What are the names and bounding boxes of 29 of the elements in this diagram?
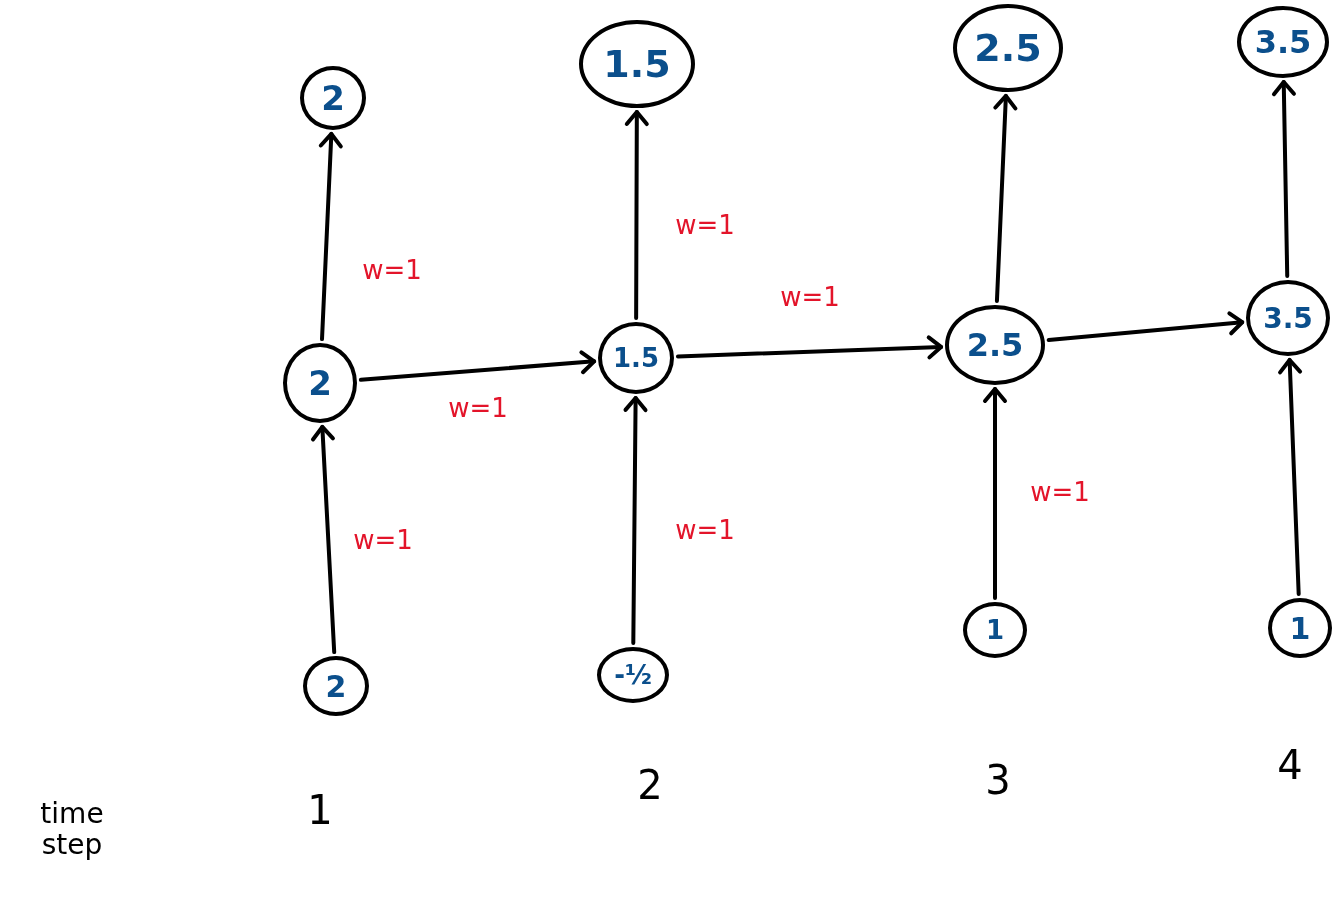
time-step-number: 4 (1277, 742, 1303, 788)
arrow (983, 387, 1007, 600)
node-value: 3.5 (1254, 23, 1312, 61)
node-value: 3.5 (1263, 301, 1313, 335)
node-value: 2 (308, 363, 332, 403)
arrow (623, 396, 648, 645)
neuron-circle (1268, 598, 1332, 658)
node-value: 1.5 (612, 343, 660, 373)
node-value: 1 (985, 615, 1005, 645)
node-value: -½ (614, 660, 652, 690)
arrow (310, 424, 337, 655)
arrow (624, 110, 649, 320)
time-step-number: 1 (307, 787, 333, 833)
node-value: 2 (325, 668, 347, 704)
arrow (675, 335, 944, 360)
node-value: 2.5 (966, 326, 1024, 364)
arrow (318, 131, 343, 342)
node-value: 1 (1289, 610, 1311, 646)
node-value: 1.5 (603, 42, 671, 86)
arrow (1271, 80, 1296, 278)
arrow (1046, 311, 1245, 343)
time-step-number: 2 (637, 762, 663, 808)
node-value: 2 (321, 78, 345, 118)
arrow (358, 350, 597, 382)
arrow (1278, 357, 1303, 596)
node-value: 2.5 (974, 26, 1042, 70)
time-step-number: 3 (985, 757, 1011, 803)
axis-title: time step (39, 799, 105, 861)
arrow (993, 93, 1018, 304)
